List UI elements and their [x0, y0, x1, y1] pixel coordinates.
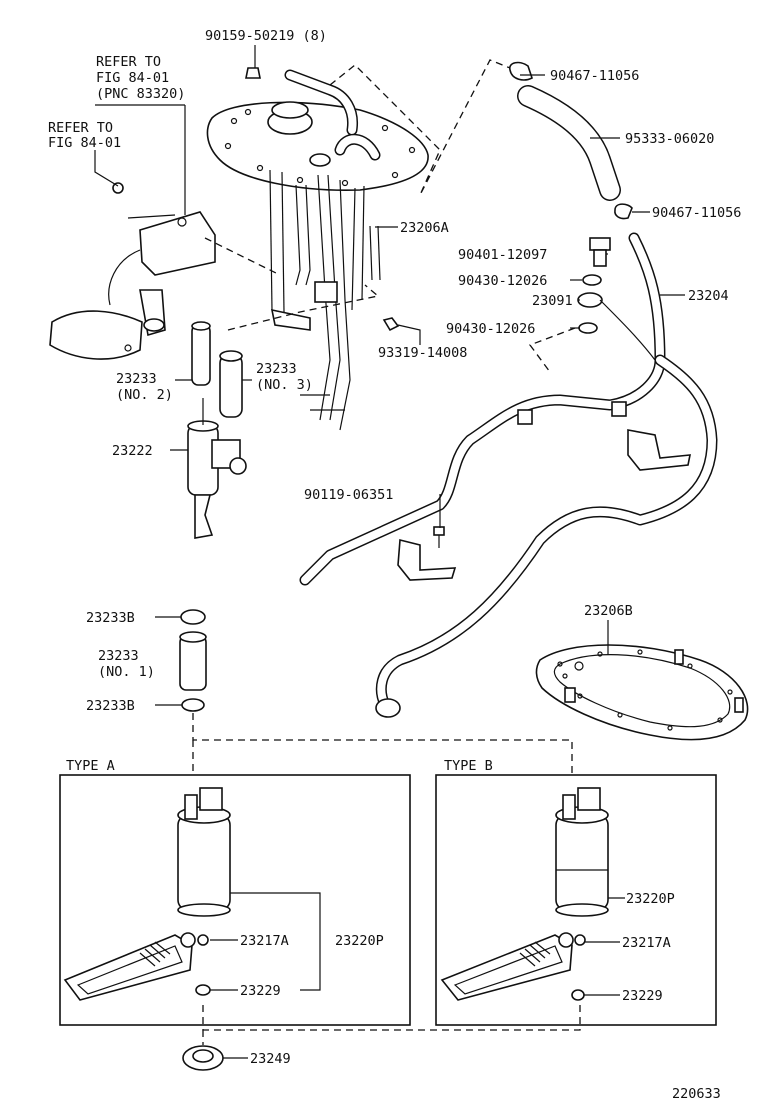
label-95333: 95333-06020: [625, 131, 714, 147]
pump-bracket-assembly: [206, 69, 429, 431]
leader-lines: [94, 45, 685, 1059]
label-93319: 93319-14008: [378, 345, 467, 361]
label-90119: 90119-06351: [304, 487, 393, 503]
fuel-hose-95333: [517, 85, 621, 201]
type-b-label: TYPE B: [444, 758, 493, 774]
fuel-filter-23222: [187, 398, 247, 539]
hose-clamp-upper: [509, 61, 533, 81]
label-90467-upper: 90467-11056: [550, 68, 639, 84]
label-90430-upper: 90430-12026: [458, 273, 547, 289]
label-type-b-23229: 23229: [622, 988, 663, 1004]
label-23206B: 23206B: [584, 603, 633, 619]
label-90430-lower: 90430-12026: [446, 321, 535, 337]
refer-note-1-line2: FIG 84-01: [96, 70, 169, 86]
cushion-type-a: [195, 984, 211, 996]
label-23206A: 23206A: [400, 220, 449, 236]
pump-filter-type-a: [63, 932, 209, 1001]
hose-23233-no2: [191, 321, 211, 386]
retainer-23249: [182, 1045, 224, 1071]
hose-clamp-23233B-top: [180, 609, 206, 625]
gasket-upper: [582, 274, 602, 286]
gasket-23206B: [535, 644, 749, 741]
fuel-pump-type-a: [177, 787, 231, 917]
hose-23233-no1: [179, 631, 207, 691]
hose-23233-no3: [219, 350, 243, 418]
label-23204: 23204: [688, 288, 729, 304]
type-b-box: [435, 774, 717, 1026]
label-23233-no1: 23233: [98, 648, 139, 664]
gasket-lower: [578, 322, 598, 334]
refer-note-1-line1: REFER TO: [96, 54, 161, 70]
label-90159: 90159-50219 (8): [205, 28, 327, 44]
label-23222: 23222: [112, 443, 153, 459]
label-90467-lower: 90467-11056: [652, 205, 741, 221]
hose-clamp-23233B-bottom: [181, 698, 205, 712]
label-type-a-23229: 23229: [240, 983, 281, 999]
type-a-box: [59, 774, 411, 1026]
label-type-a-23217A: 23217A: [240, 933, 289, 949]
label-23233B-top: 23233B: [86, 610, 135, 626]
label-type-a-23220P: 23220P: [335, 933, 384, 949]
label-23233-no3: 23233: [256, 361, 297, 377]
type-a-label: TYPE A: [66, 758, 115, 774]
fuel-pump-type-b: [555, 787, 609, 917]
label-90401: 90401-12097: [458, 247, 547, 263]
label-23233-no1-sub: (NO. 1): [98, 664, 155, 680]
pump-filter-type-b: [440, 932, 586, 1001]
label-23233-no2: 23233: [116, 371, 157, 387]
cushion-type-b: [571, 989, 585, 1001]
refer-note-1-line3: (PNC 83320): [96, 86, 185, 102]
label-type-b-23217A: 23217A: [622, 935, 671, 951]
refer-note-2-line1: REFER TO: [48, 120, 113, 136]
union-bolt: [589, 237, 611, 267]
label-23233-no3-sub: (NO. 3): [256, 377, 313, 393]
fuel-sender-gauge: [49, 182, 216, 360]
hose-clamp-lower: [614, 203, 633, 220]
label-23091: 23091: [532, 293, 573, 309]
label-23233-no2-sub: (NO. 2): [116, 387, 173, 403]
figure-number: 220633: [672, 1086, 721, 1102]
refer-note-2-line2: FIG 84-01: [48, 135, 121, 151]
fuel-tube-23204: [299, 232, 718, 718]
label-23249: 23249: [250, 1051, 291, 1067]
bolt-90119: [433, 526, 445, 548]
label-23233B-bottom: 23233B: [86, 698, 135, 714]
label-type-b-23220P: 23220P: [626, 891, 675, 907]
screw-93319: [382, 317, 400, 332]
screw-90159: [245, 67, 261, 79]
